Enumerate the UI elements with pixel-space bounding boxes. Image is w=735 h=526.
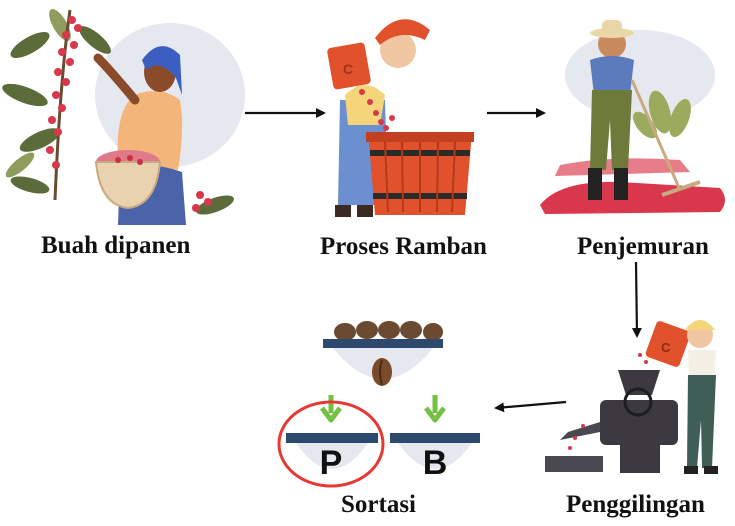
highlight-circle xyxy=(277,400,385,488)
step-label-pulping: Proses Ramban xyxy=(320,233,487,260)
pulping-illustration: C xyxy=(327,19,474,217)
arrow-milling-to-sorting xyxy=(494,400,567,413)
step-label-sorting: Sortasi xyxy=(341,491,416,518)
bin-left-letter: P xyxy=(320,444,343,482)
step-label-harvest: Buah dipanen xyxy=(41,232,191,259)
bin-right-letter: B xyxy=(423,444,448,482)
harvest-illustration xyxy=(2,9,245,225)
sorting-illustration xyxy=(277,321,480,488)
arrow-drying-to-milling xyxy=(631,261,642,338)
drying-illustration xyxy=(540,20,725,214)
svg-text:C: C xyxy=(343,61,353,77)
step-label-drying: Penjemuran xyxy=(577,233,709,260)
svg-text:C: C xyxy=(661,340,671,355)
step-label-milling: Penggilingan xyxy=(566,491,705,518)
milling-illustration: C xyxy=(545,320,718,474)
